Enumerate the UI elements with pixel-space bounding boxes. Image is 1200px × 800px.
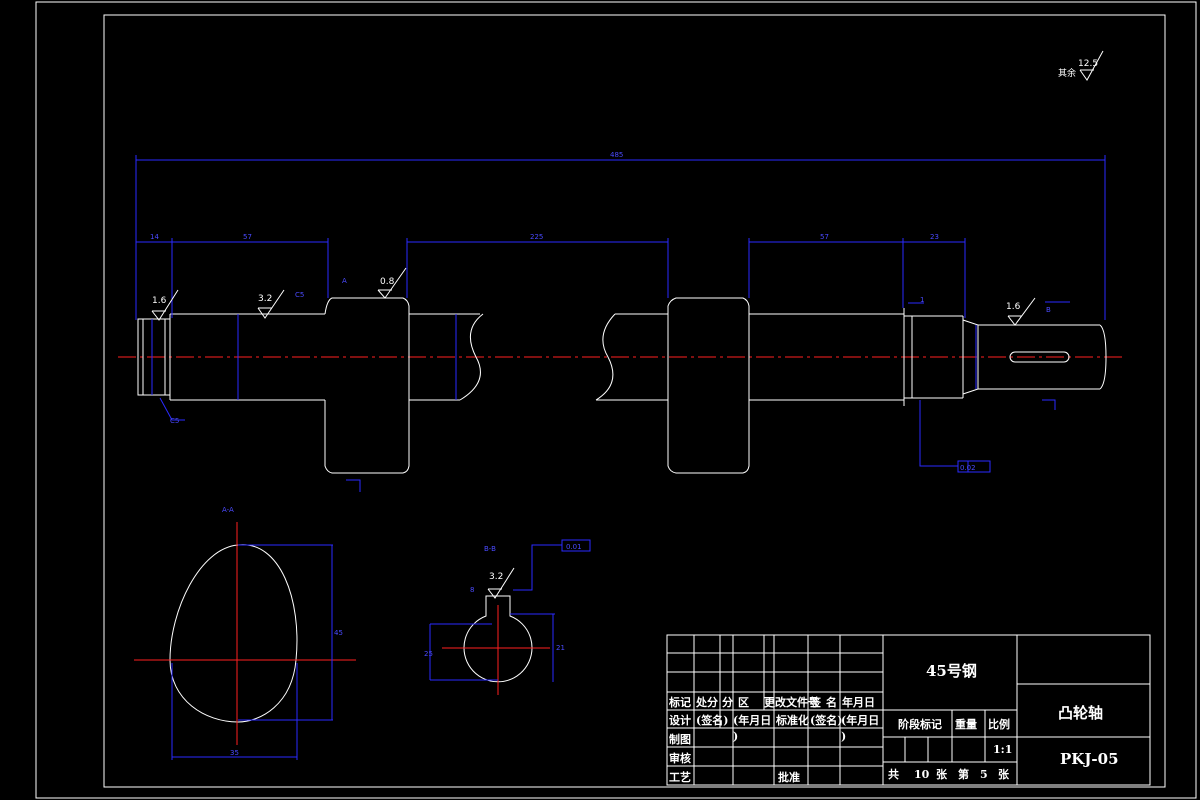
svg-text:35: 35	[230, 749, 239, 757]
section-b-b: B-B 3.2 0.01 25 21 8	[424, 539, 591, 695]
svg-text:工艺: 工艺	[669, 770, 691, 784]
svg-text:张: 张	[998, 767, 1010, 781]
svg-text:批准: 批准	[778, 770, 800, 784]
inner-border	[103, 14, 1166, 788]
svg-text:21: 21	[556, 644, 565, 652]
title-block-text: 45号钢 凸轮轴 PKJ-05 标记 处分 分 区 更改文件号 签 名 年月日 …	[668, 662, 1119, 784]
svg-text:名: 名	[826, 695, 837, 709]
outer-border	[35, 1, 1197, 799]
svg-text:): )	[841, 730, 846, 743]
roughness-other-label: 其余	[1058, 67, 1076, 79]
svg-text:1.6: 1.6	[1006, 302, 1021, 312]
svg-text:C5: C5	[170, 417, 179, 425]
svg-text:25: 25	[424, 650, 433, 658]
svg-text:3.2: 3.2	[489, 572, 503, 582]
svg-text:10: 10	[914, 768, 930, 781]
shaft-outline	[137, 297, 1107, 474]
dimension-texts: 485 14 57 225 57 23 C5 C5 0.02 1 A B	[150, 151, 1051, 472]
part-name: 凸轮轴	[1058, 704, 1103, 722]
drawing-number: PKJ-05	[1060, 750, 1119, 768]
svg-text:225: 225	[530, 233, 543, 241]
svg-text:审核: 审核	[669, 751, 691, 765]
dimension-lines	[135, 155, 1106, 492]
svg-text:485: 485	[610, 151, 623, 159]
svg-text:57: 57	[243, 233, 252, 241]
svg-text:年月日: 年月日	[842, 695, 875, 709]
svg-text:第: 第	[958, 767, 969, 781]
svg-text:标记: 标记	[668, 695, 691, 709]
roughness-other-value: 12.5	[1078, 59, 1098, 69]
svg-text:57: 57	[820, 233, 829, 241]
svg-text:签: 签	[809, 695, 822, 709]
svg-text:C5: C5	[295, 291, 304, 299]
svg-text:标准化: 标准化	[775, 713, 809, 727]
svg-text:张: 张	[936, 767, 948, 781]
svg-text:0.02: 0.02	[960, 464, 976, 472]
svg-text:1:1: 1:1	[993, 743, 1012, 756]
svg-text:0.01: 0.01	[566, 543, 582, 551]
svg-text:(签名): (签名)	[810, 713, 842, 727]
material-label: 45号钢	[926, 662, 977, 680]
svg-text:1: 1	[920, 296, 924, 304]
svg-text:0.8: 0.8	[380, 277, 395, 287]
svg-text:比例: 比例	[988, 717, 1010, 731]
svg-text:处分: 处分	[695, 695, 718, 709]
svg-text:8: 8	[470, 586, 474, 594]
section-a-label: A-A	[222, 506, 234, 514]
svg-text:23: 23	[930, 233, 939, 241]
roughness-other-symbol: 其余 12.5	[1058, 50, 1104, 81]
roughness-symbols: 1.6 3.2 0.8 1.6	[151, 267, 1036, 326]
svg-text:重量: 重量	[955, 717, 977, 731]
svg-text:14: 14	[150, 233, 159, 241]
section-b-label: B-B	[484, 545, 496, 553]
title-block	[666, 634, 1151, 786]
svg-text:设计: 设计	[669, 713, 691, 727]
svg-text:(年月日: (年月日	[841, 713, 879, 727]
svg-text:45: 45	[334, 629, 343, 637]
svg-text:更改文件号: 更改文件号	[764, 695, 819, 709]
section-a-a: A-A 45 35	[134, 506, 356, 760]
svg-text:A: A	[342, 277, 347, 285]
svg-text:B: B	[1046, 306, 1051, 314]
svg-text:3.2: 3.2	[258, 294, 272, 304]
svg-text:制图: 制图	[669, 732, 691, 746]
svg-text:): )	[733, 730, 738, 743]
svg-text:1.6: 1.6	[152, 296, 167, 306]
svg-text:区: 区	[738, 696, 749, 709]
svg-text:阶段标记: 阶段标记	[898, 717, 942, 731]
svg-text:(年月日: (年月日	[733, 713, 771, 727]
svg-text:5: 5	[980, 768, 988, 781]
svg-text:分: 分	[722, 695, 733, 709]
svg-text:共: 共	[888, 767, 899, 781]
svg-text:(签名): (签名)	[696, 713, 728, 727]
